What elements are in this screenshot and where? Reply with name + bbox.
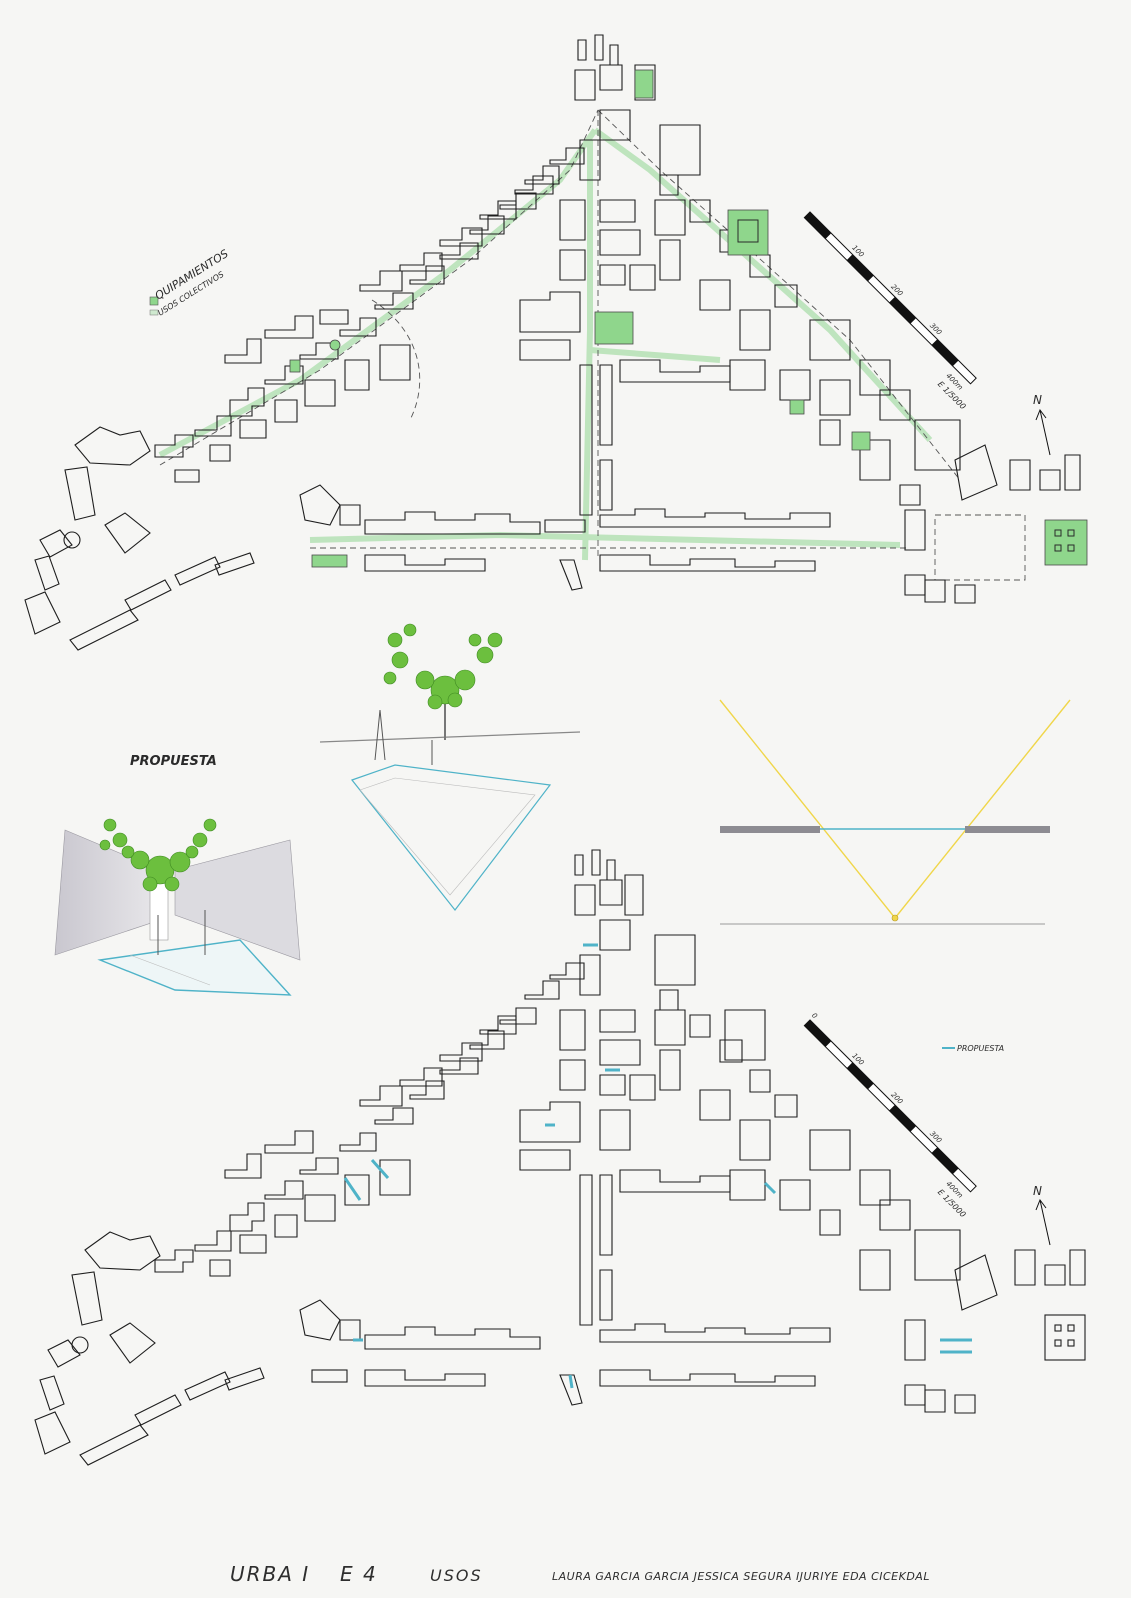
- bottom-scale-tick-0: 0: [810, 1012, 819, 1021]
- bottom-buildings-south: [299, 1299, 976, 1414]
- bottom-plan: [34, 849, 1086, 1466]
- proposal-markers: [343, 943, 972, 1389]
- bottom-buildings-nw: [154, 962, 585, 1277]
- perspective-street-view: [54, 818, 301, 996]
- bottom-buildings-west: [34, 1231, 265, 1466]
- top-plan: [24, 34, 1088, 651]
- bottom-scale-bar: 0 100 200 300 400m E 1/5000: [803, 1012, 977, 1219]
- footer-authors: LAURA GARCIA GARCIA JESSICA SEGURA IJURI…: [552, 1570, 930, 1583]
- bottom-north-label: N: [1033, 1184, 1042, 1198]
- top-north-label: N: [1033, 393, 1042, 407]
- equipment-green-areas: [289, 69, 1088, 568]
- top-north-arrow: [1035, 408, 1051, 456]
- bottom-legend-label: PROPUESTA: [957, 1044, 1004, 1053]
- top-legend: [149, 296, 159, 316]
- buildings-south-street: [299, 484, 976, 604]
- footer-exercise: E 4: [340, 1562, 378, 1586]
- bottom-buildings-east: [659, 989, 1086, 1361]
- propuesta-title: PROPUESTA: [130, 754, 217, 769]
- buildings-east-diagonal: [659, 174, 1081, 506]
- section-diagram: [719, 699, 1071, 925]
- perspective-plaza-view: [319, 623, 581, 911]
- footer-course: URBA I: [230, 1562, 311, 1586]
- top-scale-bar: 100 200 300 400m E 1/5000: [803, 211, 977, 411]
- buildings-central: [519, 34, 731, 516]
- bottom-north-arrow: [1035, 1198, 1051, 1246]
- bottom-buildings-central: [519, 849, 731, 1326]
- footer-topic: USOS: [430, 1566, 483, 1585]
- buildings-west: [24, 426, 255, 651]
